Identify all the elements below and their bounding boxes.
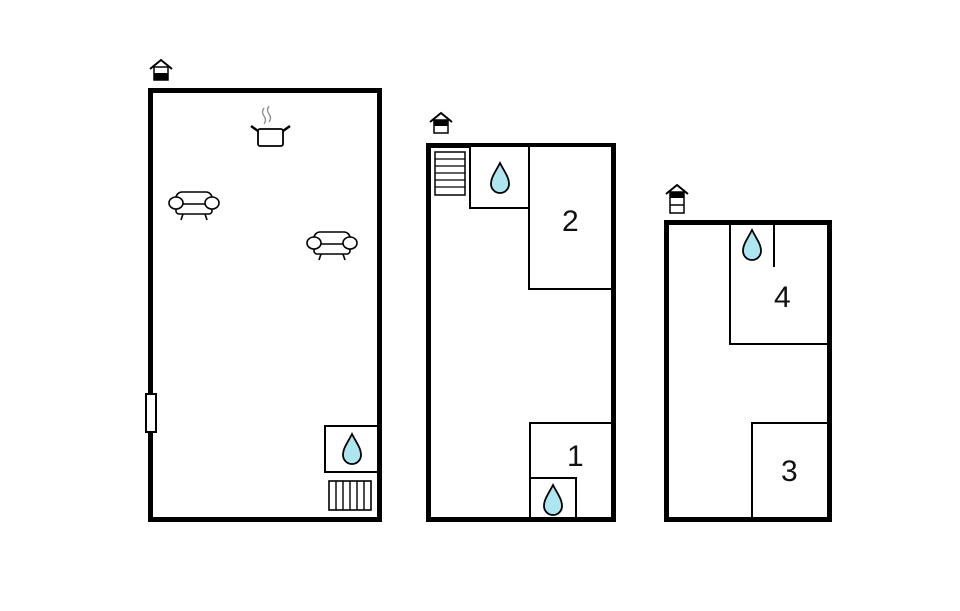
floor-level-first-icon xyxy=(429,111,453,134)
bedroom-2: 2 xyxy=(528,145,613,290)
stairs-icon xyxy=(434,151,466,196)
door-icon xyxy=(145,393,157,433)
room-number-3: 3 xyxy=(781,455,798,488)
cooking-pot-icon xyxy=(250,105,291,147)
radiator-icon xyxy=(328,480,372,511)
room-number-1: 1 xyxy=(567,440,584,473)
armchair-icon xyxy=(306,231,358,261)
armchair-icon xyxy=(168,191,220,221)
room-number-4: 4 xyxy=(774,281,791,314)
floor-level-ground-icon xyxy=(149,58,173,81)
water-drop-icon xyxy=(742,227,762,261)
bedroom-4: 4 xyxy=(729,267,829,345)
water-drop-icon xyxy=(490,160,510,194)
water-drop-icon xyxy=(342,431,362,465)
floor-level-second-icon xyxy=(665,183,689,214)
room-number-2: 2 xyxy=(562,205,579,238)
water-drop-icon xyxy=(543,482,563,516)
bedroom-3: 3 xyxy=(751,422,829,519)
